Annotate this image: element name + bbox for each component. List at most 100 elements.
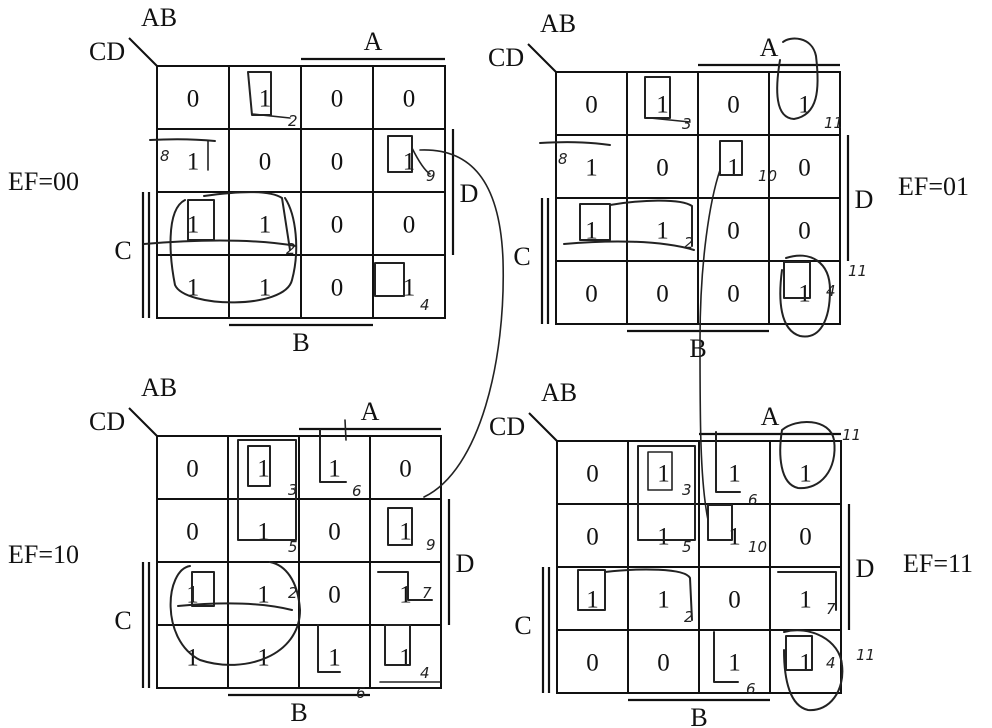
cell-value: 1	[186, 645, 199, 672]
box-mark	[387, 507, 413, 546]
ef-label: EF=11	[903, 549, 973, 578]
group-number: 11	[842, 426, 861, 444]
cell-value: 1	[728, 524, 741, 551]
cell-value: 1	[585, 155, 598, 182]
cell-value: 0	[403, 212, 416, 239]
cell-value: 0	[586, 650, 599, 677]
cell-value: 0	[399, 456, 412, 483]
stroke-mark	[344, 419, 347, 441]
group-number: 6	[352, 482, 362, 500]
box-mark	[317, 624, 341, 673]
underline-mark	[177, 602, 293, 611]
cell-value: 1	[399, 519, 412, 546]
cell-value: 1	[657, 587, 670, 614]
cell-value: 0	[328, 519, 341, 546]
box-mark	[713, 631, 739, 683]
corner-diagonal	[527, 43, 557, 73]
cell-value: 0	[331, 86, 344, 113]
box-mark	[644, 76, 671, 119]
cell-value: 1	[586, 587, 599, 614]
box-mark	[377, 571, 433, 601]
cell-value: 0	[799, 524, 812, 551]
cell-value: 0	[727, 218, 740, 245]
ab-label: AB	[540, 9, 576, 38]
box-mark	[785, 635, 813, 671]
cell-value: 1	[403, 275, 416, 302]
cell-value: 0	[798, 155, 811, 182]
group-number: 7	[422, 584, 432, 602]
cell-value: 0	[657, 650, 670, 677]
box-mark	[384, 624, 411, 666]
cell-value: 1	[257, 456, 270, 483]
group-number: 3	[682, 115, 692, 133]
underline-mark	[563, 240, 695, 251]
cell-value: 1	[798, 281, 811, 308]
group-number: 7	[826, 600, 836, 618]
group-number: 10	[758, 167, 777, 185]
c-label: C	[513, 242, 530, 271]
cell-value: 0	[586, 524, 599, 551]
group-number: 10	[748, 538, 767, 556]
cell-value: 0	[186, 519, 199, 546]
a-label: A	[760, 33, 779, 62]
d-label: D	[460, 179, 479, 208]
group-number: 2	[684, 234, 694, 252]
a-label: A	[761, 402, 780, 431]
box-mark	[579, 203, 611, 241]
cell-value: 1	[259, 212, 272, 239]
cell-value: 1	[259, 275, 272, 302]
group-number: 3	[288, 481, 298, 499]
cd-label: CD	[89, 37, 125, 66]
cell-value: 1	[257, 519, 270, 546]
box-mark	[609, 199, 693, 247]
a-label: A	[364, 27, 383, 56]
d-label: D	[855, 185, 874, 214]
cell-value: 1	[259, 86, 272, 113]
cell-value: 1	[187, 149, 200, 176]
group-number: 5	[288, 538, 298, 556]
box-mark	[247, 445, 271, 487]
cell-value: 1	[656, 218, 669, 245]
cell-value: 1	[727, 155, 740, 182]
box-mark	[387, 135, 413, 173]
cell-value: 0	[331, 275, 344, 302]
connector-curve	[699, 169, 721, 521]
connector-curve	[419, 149, 505, 498]
group-loop	[169, 561, 301, 666]
cell-value: 0	[328, 582, 341, 609]
group-number: 8	[160, 147, 170, 165]
cell-value: 0	[331, 149, 344, 176]
ef-label: EF=00	[8, 167, 79, 196]
box-mark	[191, 571, 215, 607]
group-number: 6	[746, 680, 756, 698]
group-number: 11	[848, 262, 867, 280]
stroke-mark	[411, 147, 431, 175]
ab-label: AB	[141, 373, 177, 402]
d-label: D	[856, 554, 875, 583]
box-mark	[203, 191, 291, 251]
ab-label: AB	[141, 3, 177, 32]
group-number: 6	[748, 491, 758, 509]
d-label: D	[456, 549, 475, 578]
cell-value: 1	[728, 650, 741, 677]
group-number: 2	[286, 240, 296, 258]
group-number: 5	[682, 538, 692, 556]
cell-value: 0	[798, 218, 811, 245]
box-mark	[319, 429, 347, 483]
b-label: B	[690, 703, 707, 728]
group-number: 4	[420, 296, 430, 314]
ef-label: EF=10	[8, 540, 79, 569]
box-mark	[637, 445, 696, 541]
group-number: 4	[420, 664, 430, 682]
c-label: C	[514, 611, 531, 640]
group-number: 9	[426, 167, 436, 185]
box-mark	[783, 261, 811, 299]
group-number: 6	[356, 684, 366, 702]
cell-value: 1	[187, 275, 200, 302]
b-label: B	[290, 698, 307, 727]
box-mark	[647, 451, 673, 491]
cell-value: 1	[799, 587, 812, 614]
box-mark	[247, 71, 272, 116]
cell-value: 1	[657, 524, 670, 551]
